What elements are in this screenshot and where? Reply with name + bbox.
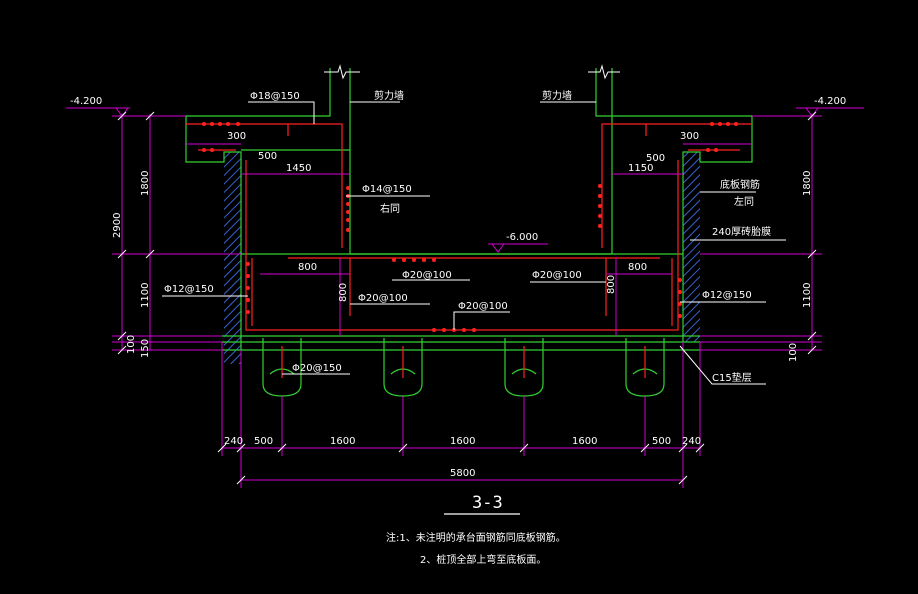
bar-bot-1: Φ20@100 (402, 270, 452, 281)
brick-wall-right (683, 152, 700, 342)
dim-150-left: 150 (140, 339, 151, 358)
brick-wall-left (224, 152, 241, 364)
note-1: 注:1、未注明的承台面钢筋同底板钢筋。 (386, 531, 566, 544)
bar-bot-2: Φ20@100 (532, 270, 582, 281)
bar-bot-4: Φ20@100 (458, 301, 508, 312)
brick-wall-label: 240厚砖胎膜 (712, 225, 771, 238)
note-2: 2、桩顶全部上弯至底板面。 (420, 553, 546, 566)
dim-1800-left: 1800 (140, 171, 151, 196)
rebar-dots (202, 122, 738, 332)
dim-500-right: 500 (646, 153, 665, 164)
wall-label-right: 剪力墙 (542, 89, 572, 102)
same-right: 左同 (734, 195, 754, 208)
dim-800-4: 800 (606, 275, 617, 294)
dim-1100-left: 1100 (140, 283, 151, 308)
dim-100-right: 100 (788, 343, 799, 362)
break-symbols (324, 64, 620, 80)
same-left: 右同 (380, 202, 400, 215)
bar-top-left: Φ18@150 (250, 91, 300, 102)
dim-800-1: 800 (298, 262, 317, 273)
dim-800-3: 800 (338, 283, 349, 302)
leader-lines (162, 101, 786, 385)
bdim-1600-1: 1600 (330, 436, 355, 447)
dim-1100-right: 1100 (802, 283, 813, 308)
dim-300-right: 300 (680, 131, 699, 142)
dim-100-left: 100 (126, 335, 137, 354)
bdim-500-right: 500 (652, 436, 671, 447)
bar-mid-left: Φ14@150 (362, 184, 412, 195)
rebar-lines (186, 123, 752, 378)
wall-label-left: 剪力墙 (374, 89, 404, 102)
bar-bot-3: Φ20@100 (358, 293, 408, 304)
bdim-5800: 5800 (450, 468, 475, 479)
dimension-ticks (117, 111, 817, 485)
bdim-500-left: 500 (254, 436, 273, 447)
dim-1800-right: 1800 (802, 171, 813, 196)
section-title: 3-3 (472, 493, 503, 513)
bdim-240-right: 240 (682, 436, 701, 447)
elev-left: -4.200 (70, 96, 102, 107)
slab-bar-label: 底板钢筋 (720, 178, 760, 191)
dim-1450: 1450 (286, 163, 311, 174)
bdim-240-left: 240 (224, 436, 243, 447)
bdim-1600-3: 1600 (572, 436, 597, 447)
labels: -4.200 -4.200 -6.000 剪力墙 剪力墙 Φ18@150 Φ14… (70, 89, 846, 566)
bar-side-left: Φ12@150 (164, 284, 214, 295)
cushion-label: C15垫层 (712, 371, 752, 384)
dim-2900: 2900 (112, 213, 123, 238)
bar-pile: Φ20@150 (292, 363, 342, 374)
dim-500-left: 500 (258, 151, 277, 162)
elev-right: -4.200 (814, 96, 846, 107)
dim-1150: 1150 (628, 163, 653, 174)
elev-mid: -6.000 (506, 232, 538, 243)
concrete-outline (185, 68, 753, 397)
bdim-1600-2: 1600 (450, 436, 475, 447)
bar-side-right: Φ12@150 (702, 290, 752, 301)
dim-300-left: 300 (227, 131, 246, 142)
dim-800-2: 800 (628, 262, 647, 273)
